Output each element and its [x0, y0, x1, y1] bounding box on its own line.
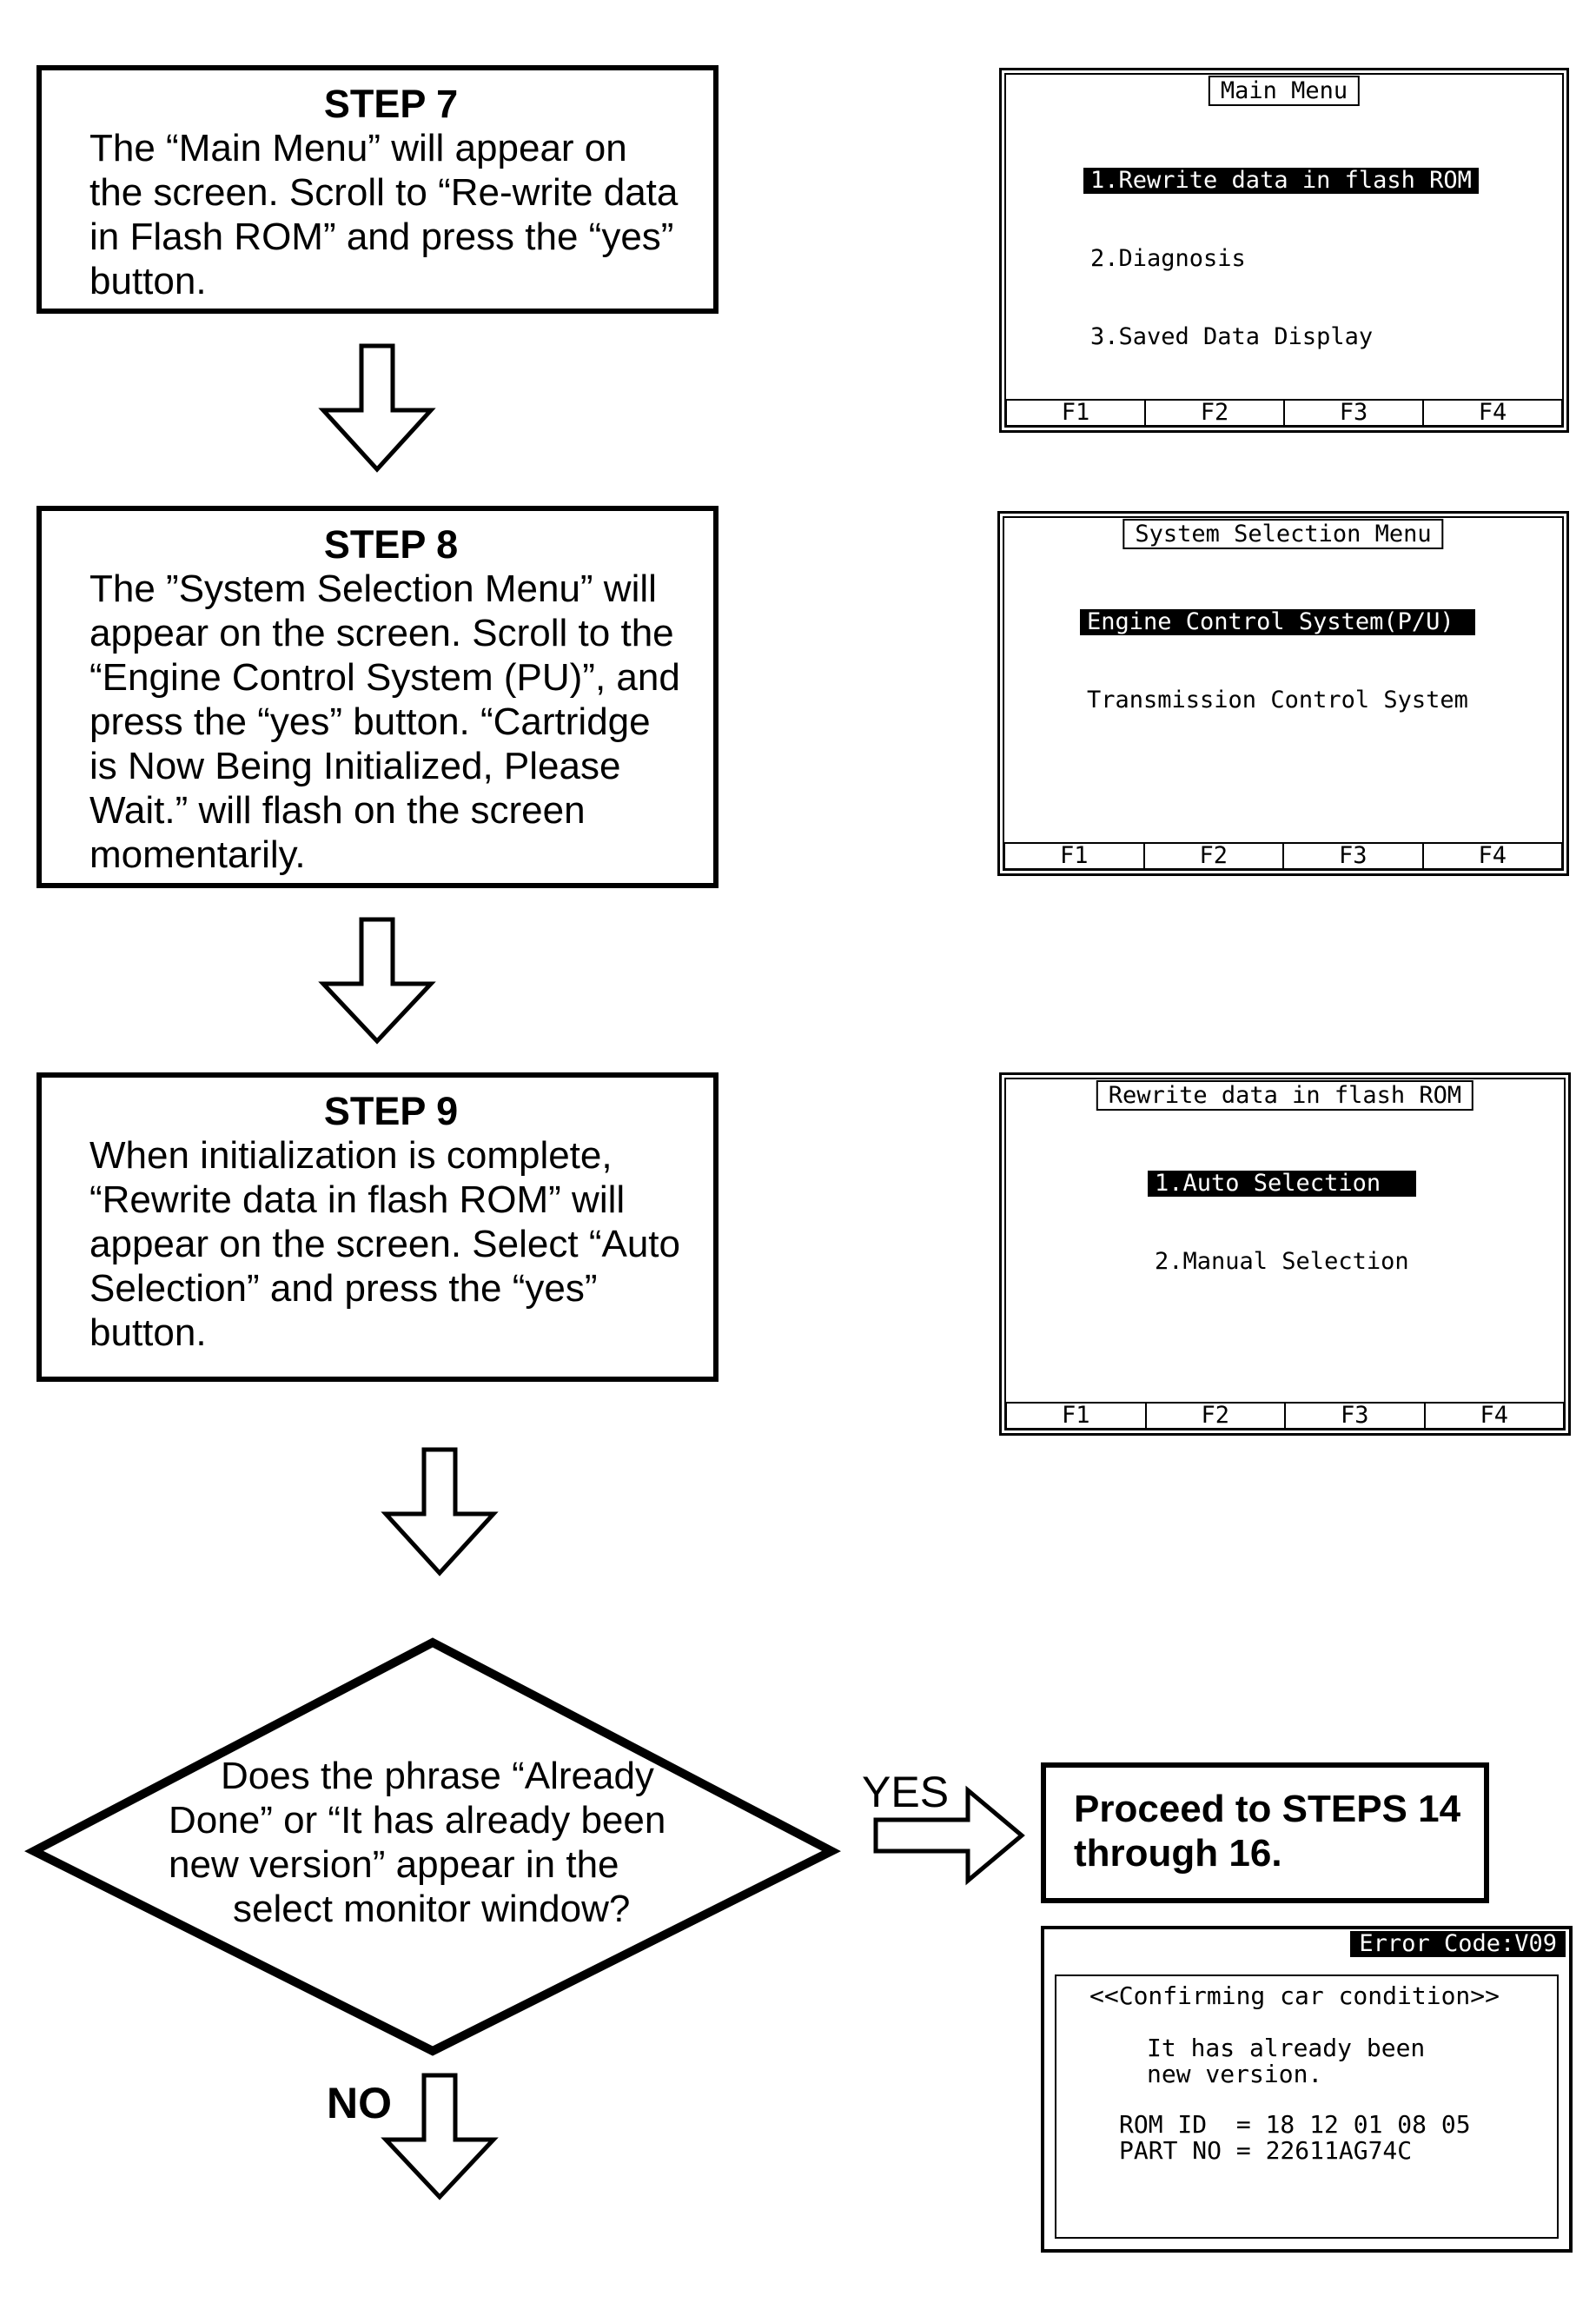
f1-key[interactable]: F1	[1005, 844, 1145, 868]
f4-key[interactable]: F4	[1478, 842, 1507, 869]
yes-label: YES	[862, 1768, 950, 1816]
step-8-text: The ”System Selection Menu” will appear …	[89, 567, 680, 876]
error-screen: Error Code:V09 <<Confirming car conditio…	[1041, 1926, 1573, 2253]
step-8-title: STEP 8	[323, 522, 459, 567]
menu-list: 1.Rewrite data in flash ROM 2.Diagnosis …	[1083, 116, 1479, 402]
decision-line-1: Does the phrase “Already	[221, 1755, 654, 1797]
step-9-text: When initialization is complete, “Rewrit…	[89, 1134, 680, 1354]
decision-line-2: Done” or “It has already been	[169, 1799, 666, 1842]
menu-list: 1.Auto Selection 2.Manual Selection	[1148, 1118, 1416, 1327]
decision-line-3: new version” appear in the	[169, 1843, 619, 1886]
menu-item-engine-control[interactable]: Engine Control System(P/U)	[1080, 609, 1475, 635]
step-9-box: STEP 9 When initialization is complete, …	[36, 1072, 719, 1382]
f3-key[interactable]: F3	[1286, 1404, 1426, 1428]
error-code-badge: Error Code:V09	[1350, 1931, 1566, 1957]
main-menu-screen: Main Menu 1.Rewrite data in flash ROM 2.…	[999, 68, 1569, 433]
menu-list: Engine Control System(P/U) Transmission …	[1080, 557, 1475, 766]
rom-id-line: ROM ID = 18 12 01 08 05	[1119, 2110, 1471, 2139]
function-key-bar: F1 F2 F3 F4	[1005, 1402, 1565, 1430]
f4-key[interactable]: F4	[1480, 1402, 1508, 1429]
f4-key[interactable]: F4	[1478, 399, 1507, 426]
step-7-text: The “Main Menu” will appear on the scree…	[89, 127, 679, 302]
decision-line-4: select monitor window?	[233, 1888, 631, 1930]
screen-title: System Selection Menu	[1122, 519, 1444, 549]
function-key-bar: F1 F2 F3 F4	[1005, 399, 1563, 427]
rewrite-data-screen: Rewrite data in flash ROM 1.Auto Selecti…	[999, 1072, 1571, 1436]
f3-key[interactable]: F3	[1284, 844, 1424, 868]
menu-item-rewrite[interactable]: 1.Rewrite data in flash ROM	[1083, 168, 1479, 194]
menu-item-diagnosis[interactable]: 2.Diagnosis	[1090, 245, 1246, 272]
step-7-title: STEP 7	[323, 82, 459, 126]
down-arrow-icon	[318, 917, 436, 1045]
error-message-line-2: new version.	[1147, 2060, 1323, 2088]
f2-key[interactable]: F2	[1145, 844, 1284, 868]
f2-key[interactable]: F2	[1147, 1404, 1286, 1428]
function-key-bar: F1 F2 F3 F4	[1003, 842, 1563, 870]
part-no-line: PART NO = 22611AG74C	[1119, 2136, 1413, 2165]
screen-title: Main Menu	[1208, 76, 1361, 106]
no-label: NO	[327, 2079, 392, 2127]
step-8-box: STEP 8 The ”System Selection Menu” will …	[36, 506, 719, 888]
f1-key[interactable]: F1	[1007, 401, 1146, 425]
screen-title: Rewrite data in flash ROM	[1096, 1080, 1474, 1111]
error-message-line-1: It has already been	[1147, 2034, 1426, 2062]
step-9-title: STEP 9	[323, 1089, 459, 1133]
error-heading: <<Confirming car condition>>	[1089, 1981, 1500, 2010]
down-arrow-icon	[318, 343, 436, 473]
f1-key[interactable]: F1	[1007, 1404, 1147, 1428]
menu-item-auto-selection[interactable]: 1.Auto Selection	[1148, 1171, 1416, 1197]
error-message-frame: <<Confirming car condition>> It has alre…	[1055, 1974, 1559, 2239]
down-arrow-icon	[381, 1447, 499, 1576]
step-7-box: STEP 7 The “Main Menu” will appear on th…	[36, 65, 719, 314]
down-arrow-icon	[381, 2073, 499, 2200]
f3-key[interactable]: F3	[1285, 401, 1424, 425]
system-selection-screen: System Selection Menu Engine Control Sys…	[997, 511, 1569, 876]
menu-item-saved-data[interactable]: 3.Saved Data Display	[1090, 323, 1374, 350]
menu-item-transmission-control[interactable]: Transmission Control System	[1087, 687, 1468, 713]
proceed-box: Proceed to STEPS 14 through 16.	[1041, 1762, 1489, 1903]
menu-item-manual-selection[interactable]: 2.Manual Selection	[1155, 1248, 1409, 1275]
f2-key[interactable]: F2	[1146, 401, 1285, 425]
